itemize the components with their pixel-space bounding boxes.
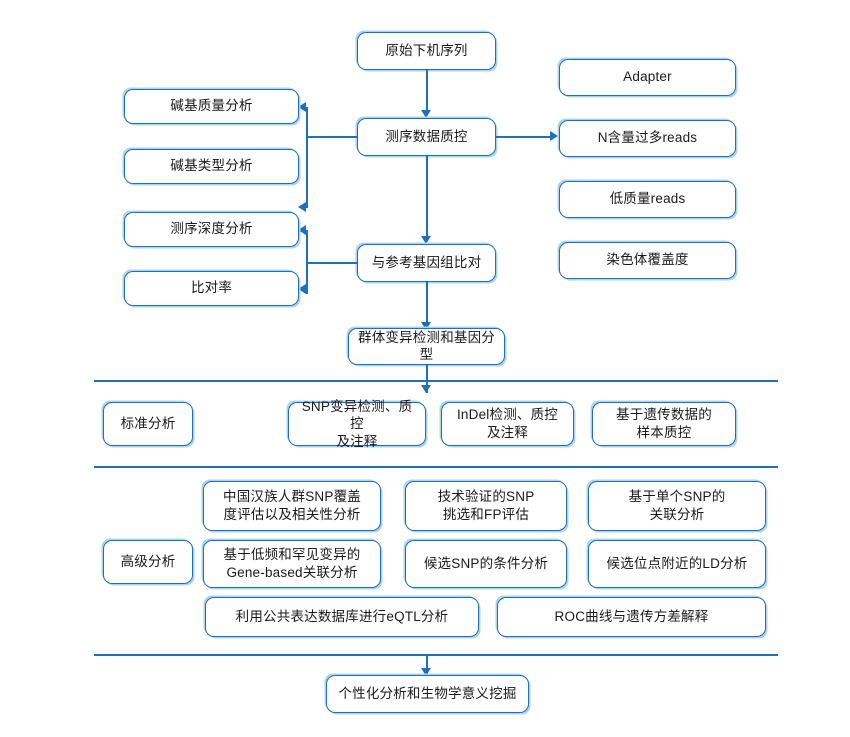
indel-qc-line1: InDel检测、质控: [456, 407, 558, 423]
node-sequencing-depth-analysis-label: 测序深度分析: [170, 221, 253, 237]
node-standard-analysis-label[interactable]: 标准分析: [103, 402, 193, 446]
snp-qc-line1: SNP变异检测、质控: [301, 398, 413, 432]
connector-to-personalized: [426, 654, 428, 676]
node-reference-alignment-label: 与参考基因组比对: [371, 254, 482, 270]
node-base-type-analysis[interactable]: 碱基类型分析: [124, 149, 299, 184]
connector-variant-to-standard: [426, 365, 428, 393]
section-divider-personalized: [94, 654, 778, 656]
node-candidate-snp-conditional-analysis-label: 候选SNP的条件分析: [423, 555, 549, 571]
tech-snp-line2: 挑选和FP评估: [442, 507, 530, 522]
arrowhead-qc-to-alignment: [421, 236, 431, 244]
single-snp-line2: 关联分析: [649, 507, 705, 522]
node-han-chinese-snp-coverage[interactable]: 中国汉族人群SNP覆盖 度评估以及相关性分析: [203, 481, 381, 531]
node-sequencing-depth-analysis[interactable]: 测序深度分析: [124, 212, 299, 247]
node-mapping-rate-label: 比对率: [190, 280, 233, 296]
node-n-content-reads-label: N含量过多reads: [597, 130, 698, 146]
arrowhead-alignment-to-depth: [298, 225, 306, 235]
node-reference-alignment[interactable]: 与参考基因组比对: [357, 244, 496, 282]
arrowhead-variant-to-standard: [421, 385, 431, 393]
single-snp-line1: 基于单个SNP的: [628, 489, 726, 505]
advanced-analysis-label-text: 高级分析: [120, 553, 176, 569]
node-base-type-analysis-label: 碱基类型分析: [170, 158, 253, 174]
arrowhead-qc-to-base-type: [298, 202, 306, 212]
node-indel-detection-qc-annotation[interactable]: InDel检测、质控 及注释: [441, 402, 574, 446]
section-divider-standard: [94, 380, 778, 382]
node-chromosome-coverage[interactable]: 染色体覆盖度: [559, 242, 736, 279]
arrowhead-alignment-to-variant-calling: [421, 322, 431, 330]
node-base-quality-analysis[interactable]: 碱基质量分析: [124, 89, 299, 124]
node-han-chinese-snp-coverage-label: 中国汉族人群SNP覆盖 度评估以及相关性分析: [215, 488, 369, 523]
connector-alignment-to-variant-calling: [426, 282, 428, 324]
connector-qc-to-n-reads: [496, 136, 552, 138]
han-snp-line1: 中国汉族人群SNP覆盖: [223, 489, 361, 505]
arrowhead-qc-to-n-reads: [550, 131, 558, 141]
arrowhead-to-personalized: [421, 668, 431, 676]
node-genetic-data-sample-qc-label: 基于遗传数据的 样本质控: [608, 406, 720, 441]
node-snp-detection-qc-annotation[interactable]: SNP变异检测、质控 及注释: [288, 399, 426, 449]
node-raw-sequence[interactable]: 原始下机序列: [357, 32, 496, 70]
node-single-snp-association-label: 基于单个SNP的 关联分析: [621, 488, 734, 523]
node-chromosome-coverage-label: 染色体覆盖度: [606, 252, 689, 268]
node-adapter-label: Adapter: [623, 69, 672, 85]
connector-qc-bracket-spine: [306, 107, 308, 208]
han-snp-line2: 度评估以及相关性分析: [223, 507, 361, 522]
connector-raw-to-qc: [426, 70, 428, 112]
tech-snp-line1: 技术验证的SNP: [437, 489, 535, 505]
indel-qc-line2: 及注释: [486, 425, 529, 440]
node-gene-based-association[interactable]: 基于低频和罕见变异的 Gene-based关联分析: [203, 540, 381, 588]
node-tech-validated-snp-selection-label: 技术验证的SNP 挑选和FP评估: [430, 488, 543, 523]
node-low-quality-reads-label: 低质量reads: [609, 191, 686, 207]
node-genetic-data-sample-qc[interactable]: 基于遗传数据的 样本质控: [592, 402, 736, 446]
sample-qc-line2: 样本质控: [636, 425, 692, 440]
connector-alignment-bracket-spine: [306, 230, 308, 294]
node-roc-genetic-variance[interactable]: ROC曲线与遗传方差解释: [497, 597, 766, 637]
node-ld-analysis-near-candidate-loci[interactable]: 候选位点附近的LD分析: [588, 540, 766, 588]
node-sequencing-qc-label: 测序数据质控: [385, 128, 468, 144]
arrowhead-raw-to-qc: [421, 110, 431, 118]
node-sequencing-qc[interactable]: 测序数据质控: [357, 118, 496, 156]
node-variant-calling-genotyping-label: 群体变异检测和基因分型: [358, 330, 495, 362]
section-divider-advanced: [94, 466, 778, 468]
sample-qc-line1: 基于遗传数据的: [616, 407, 712, 423]
snp-qc-line2: 及注释: [336, 433, 378, 449]
node-candidate-snp-conditional-analysis[interactable]: 候选SNP的条件分析: [405, 540, 567, 588]
node-advanced-analysis-label[interactable]: 高级分析: [103, 540, 193, 584]
node-mapping-rate[interactable]: 比对率: [124, 271, 299, 306]
node-personalized-analysis[interactable]: 个性化分析和生物学意义挖掘: [326, 675, 529, 713]
standard-analysis-label-text: 标准分析: [120, 415, 176, 431]
node-tech-validated-snp-selection[interactable]: 技术验证的SNP 挑选和FP评估: [405, 481, 567, 531]
node-roc-genetic-variance-label: ROC曲线与遗传方差解释: [554, 608, 709, 624]
node-variant-calling-genotyping[interactable]: 群体变异检测和基因分型: [348, 328, 505, 365]
node-indel-detection-qc-annotation-label: InDel检测、质控 及注释: [449, 406, 566, 441]
connector-qc-bracket-stem: [306, 136, 358, 138]
node-raw-sequence-label: 原始下机序列: [385, 42, 468, 58]
node-public-expression-eqtl-label: 利用公共表达数据库进行eQTL分析: [235, 608, 449, 624]
arrowhead-qc-to-base-quality: [298, 102, 306, 112]
node-public-expression-eqtl[interactable]: 利用公共表达数据库进行eQTL分析: [205, 597, 479, 637]
connector-alignment-bracket-stem: [306, 262, 358, 264]
node-personalized-analysis-label: 个性化分析和生物学意义挖掘: [338, 685, 517, 701]
node-ld-analysis-near-candidate-loci-label: 候选位点附近的LD分析: [606, 555, 748, 571]
node-gene-based-association-label: 基于低频和罕见变异的 Gene-based关联分析: [216, 546, 369, 581]
arrowhead-alignment-to-map-rate: [298, 284, 306, 294]
node-single-snp-association[interactable]: 基于单个SNP的 关联分析: [588, 481, 766, 531]
node-base-quality-analysis-label: 碱基质量分析: [170, 98, 253, 114]
node-adapter[interactable]: Adapter: [559, 59, 736, 96]
node-low-quality-reads[interactable]: 低质量reads: [559, 181, 736, 218]
gene-based-line1: 基于低频和罕见变异的: [223, 547, 361, 563]
gene-based-line2: Gene-based关联分析: [226, 565, 358, 580]
node-n-content-reads[interactable]: N含量过多reads: [559, 120, 736, 157]
node-snp-detection-qc-annotation-label: SNP变异检测、质控 及注释: [289, 398, 425, 451]
connector-qc-to-alignment: [426, 156, 428, 238]
